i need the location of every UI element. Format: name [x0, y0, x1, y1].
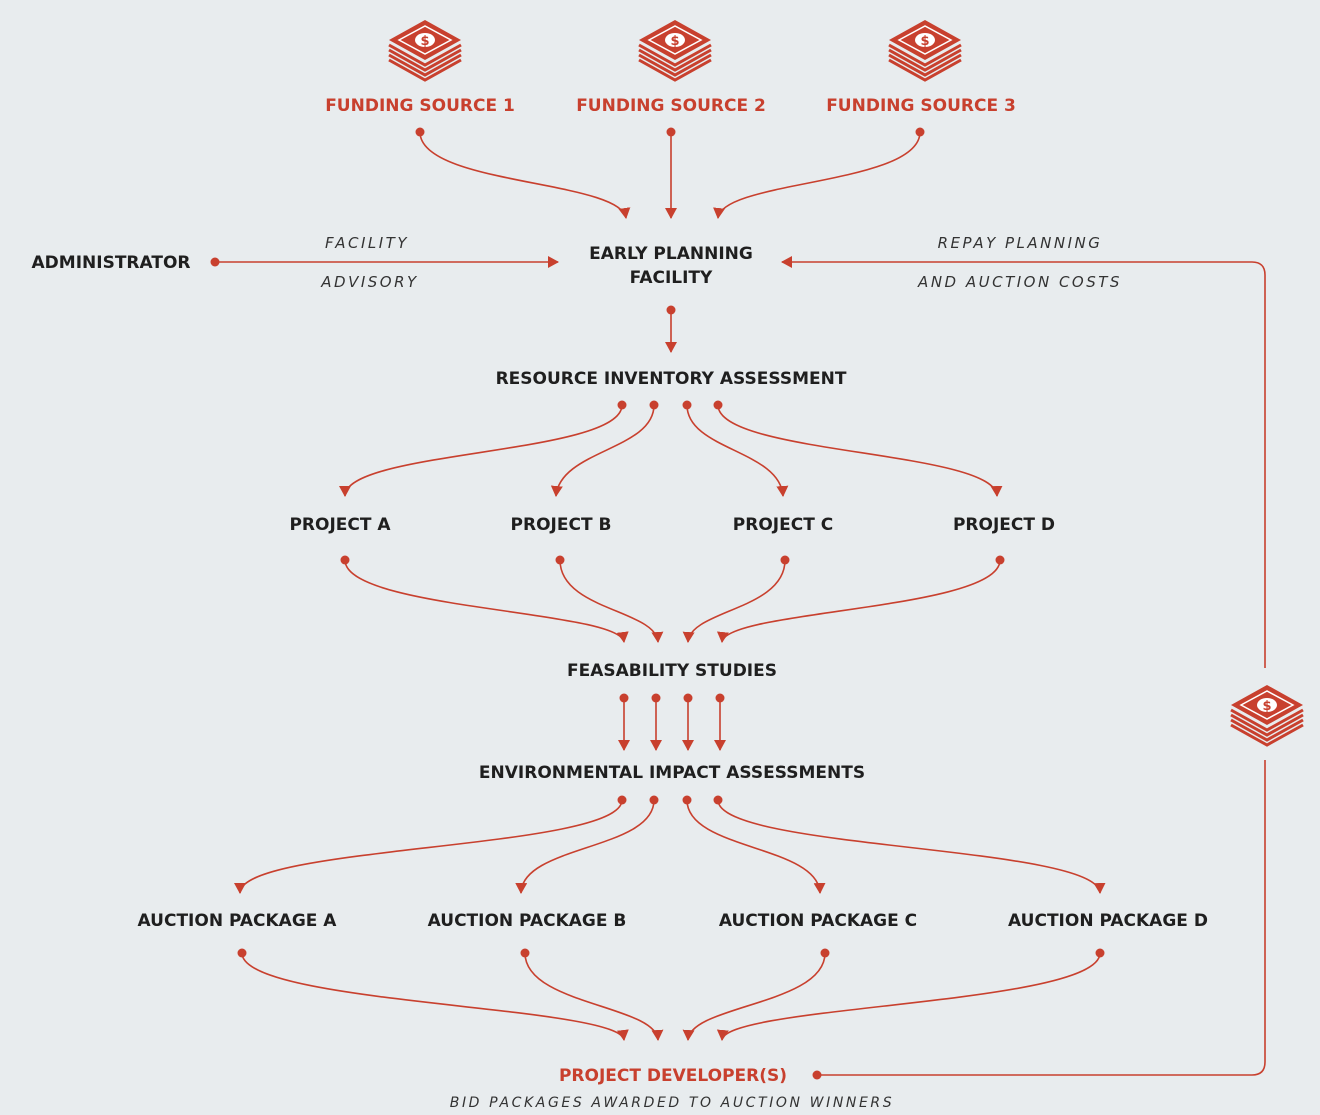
funding-source-1: FUNDING SOURCE 1 — [325, 96, 515, 116]
connector — [515, 799, 655, 894]
auction-package-c: AUCTION PACKAGE C — [718, 911, 918, 931]
repay-line1: REPAY PLANNING — [937, 234, 1103, 252]
connector-dot — [649, 795, 659, 805]
connector — [682, 559, 786, 643]
administrator-label: ADMINISTRATOR — [31, 253, 191, 273]
connector — [339, 404, 623, 497]
connector — [717, 404, 1003, 497]
connector — [781, 256, 1266, 668]
connector-dot — [210, 257, 220, 267]
connector — [524, 952, 664, 1041]
connector-dot — [237, 948, 247, 958]
connector — [234, 799, 623, 894]
money-stack-icon — [387, 18, 463, 82]
connector-dot — [1095, 948, 1105, 958]
money-stack-icon — [637, 18, 713, 82]
connector-dot — [713, 795, 723, 805]
connector-dot — [651, 693, 661, 703]
connector-dot — [617, 400, 627, 410]
connector-dot — [617, 795, 627, 805]
connector-dot — [666, 305, 676, 315]
connector-dot — [683, 693, 693, 703]
repay-line2: AND AUCTION COSTS — [918, 273, 1122, 291]
connector-dot — [682, 400, 692, 410]
facility-advisory-line2: ADVISORY — [321, 273, 419, 291]
connector — [241, 952, 629, 1041]
bid-packages-note: BID PACKAGES AWARDED TO AUCTION WINNERS — [449, 1095, 895, 1111]
connector-dot — [666, 127, 676, 137]
connector-dot — [619, 693, 629, 703]
early-planning-line1: EARLY PLANNING — [589, 244, 753, 264]
connector-dot — [555, 555, 565, 565]
connector — [686, 404, 789, 497]
connector — [716, 952, 1101, 1041]
connector-dot — [340, 555, 350, 565]
feasibility-studies: FEASABILITY STUDIES — [567, 661, 777, 681]
environmental-impact-assessments: ENVIRONMENTAL IMPACT ASSESSMENTS — [478, 763, 866, 783]
connector-dot — [915, 127, 925, 137]
connector-dot — [520, 948, 530, 958]
connector-dot — [649, 400, 659, 410]
connector — [682, 952, 826, 1041]
early-planning-line2: FACILITY — [629, 268, 713, 288]
facility-advisory-line1: FACILITY — [324, 234, 410, 252]
connector-dot — [820, 948, 830, 958]
auction-package-d: AUCTION PACKAGE D — [1008, 911, 1208, 931]
connector-dot — [995, 555, 1005, 565]
connector — [419, 131, 631, 219]
connector-dot — [682, 795, 692, 805]
auction-package-b: AUCTION PACKAGE B — [427, 911, 627, 931]
project-a: PROJECT A — [289, 515, 391, 535]
auction-package-a: AUCTION PACKAGE A — [137, 911, 337, 931]
resource-inventory-assessment: RESOURCE INVENTORY ASSESSMENT — [495, 369, 847, 389]
connector — [817, 760, 1266, 1076]
funding-source-3: FUNDING SOURCE 3 — [826, 96, 1016, 116]
connector — [559, 559, 664, 643]
connector-dot — [415, 127, 425, 137]
project-b: PROJECT B — [510, 515, 612, 535]
connector — [717, 559, 1001, 643]
connector-dot — [713, 400, 723, 410]
connector — [713, 131, 921, 219]
money-stack-icon — [1229, 683, 1305, 747]
money-stack-icon — [887, 18, 963, 82]
project-developers: PROJECT DEVELOPER(S) — [558, 1066, 788, 1086]
connector — [717, 799, 1106, 894]
connector-dot — [812, 1070, 822, 1080]
project-d: PROJECT D — [952, 515, 1056, 535]
early-planning-facility: EARLY PLANNING FACILITY — [589, 242, 753, 290]
connector-dot — [780, 555, 790, 565]
connector — [686, 799, 826, 894]
project-c: PROJECT C — [732, 515, 834, 535]
connector — [344, 559, 629, 643]
funding-source-2: FUNDING SOURCE 2 — [576, 96, 766, 116]
connector — [550, 404, 655, 497]
connector-dot — [715, 693, 725, 703]
